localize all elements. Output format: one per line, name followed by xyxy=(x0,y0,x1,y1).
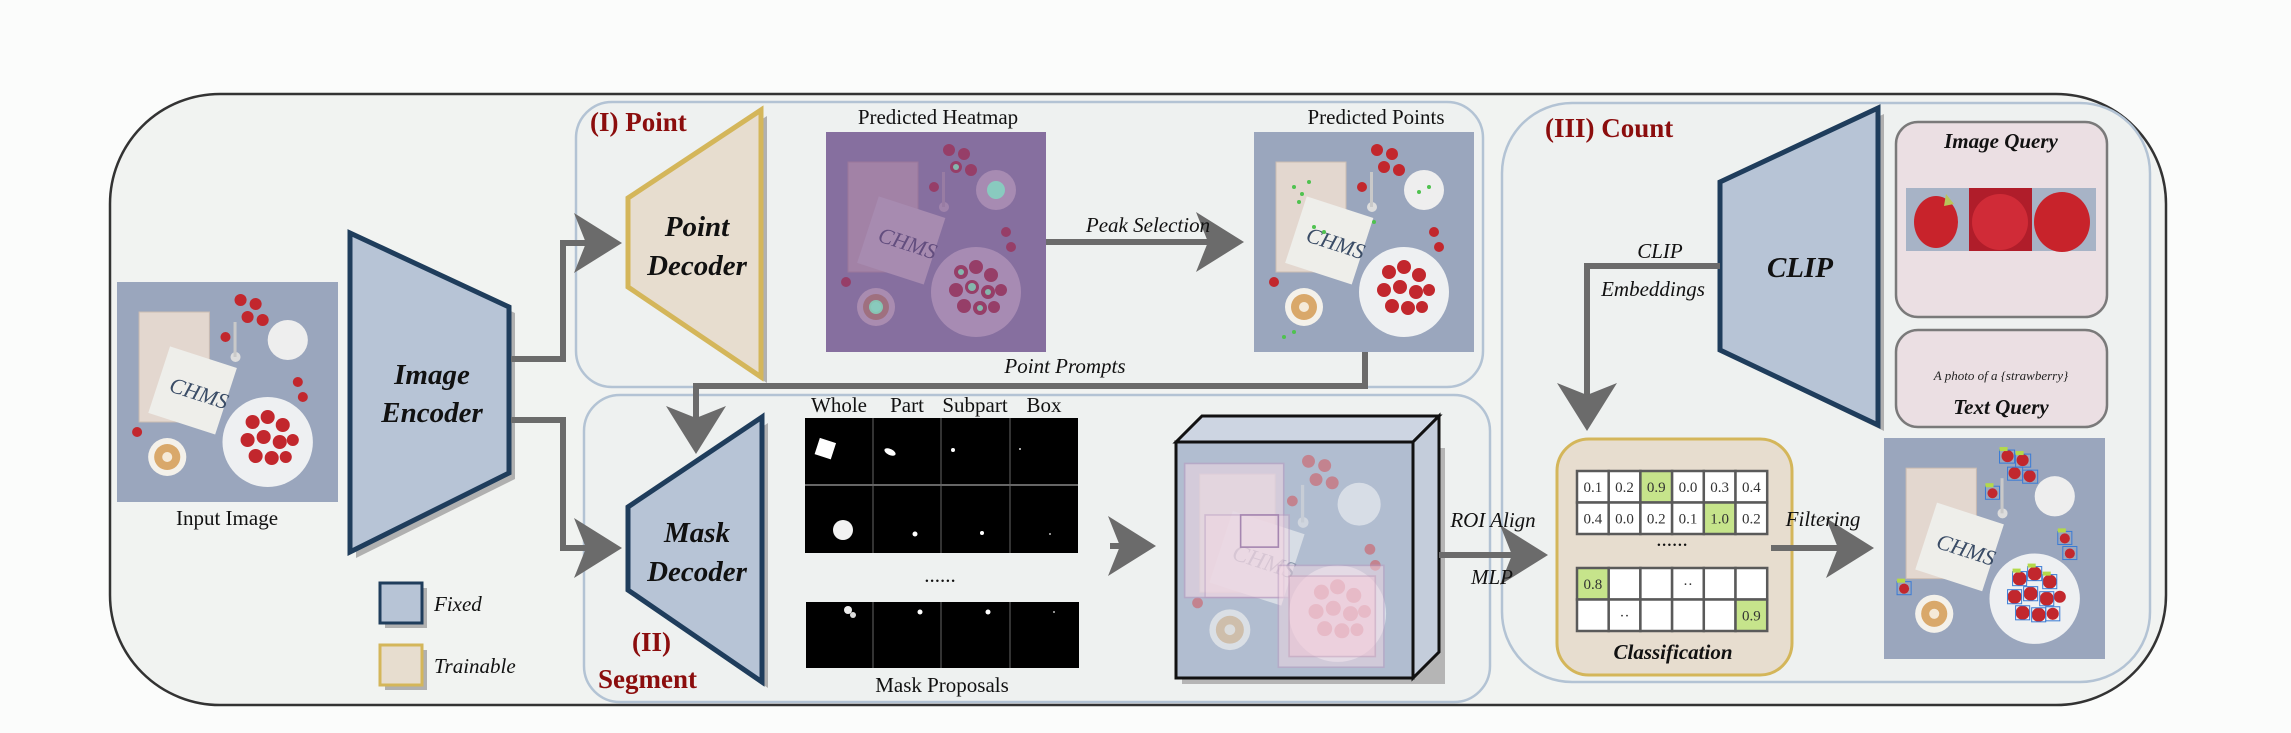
mask-decoder-label-1: Mask xyxy=(663,517,731,549)
legend-trainable-label: Trainable xyxy=(434,654,516,678)
score-cell xyxy=(1639,566,1674,601)
score-cell xyxy=(1734,566,1769,601)
score-value: 0.4 xyxy=(1742,480,1761,496)
mask-granularity-labels: Whole Part Subpart Box xyxy=(811,393,1062,417)
clip-embeddings-label-1: CLIP xyxy=(1637,239,1683,263)
text-query-box xyxy=(1894,328,2109,429)
score-value: 0.2 xyxy=(1742,511,1761,527)
score-table-bottom: 0.8 ·· ·· 0.9 xyxy=(1575,566,1769,633)
score-value: 0.8 xyxy=(1583,577,1602,593)
legend-fixed-swatch xyxy=(378,581,424,625)
image-query-exemplars xyxy=(1906,188,2096,252)
point-prompts-arrow xyxy=(666,352,1368,454)
image-query-label: Image Query xyxy=(1943,129,2058,153)
score-value: 1.0 xyxy=(1710,511,1729,527)
score-value: 0.1 xyxy=(1679,511,1698,527)
score-value: 0.3 xyxy=(1710,480,1729,496)
point-prompts-label: Point Prompts xyxy=(1003,354,1125,378)
image-encoder-block xyxy=(347,229,512,557)
score-cell xyxy=(1734,469,1769,504)
mask-decoder-label-2: Decoder xyxy=(646,556,748,588)
output-counted-image xyxy=(1884,438,2105,659)
input-image-label: Input Image xyxy=(176,506,278,530)
score-cell xyxy=(1734,501,1769,536)
legend-trainable-swatch xyxy=(378,643,424,687)
score-table-top: 0.1 0.2 0.9 0.0 0.3 0.4 0.4 0.0 0.2 0.1 1.0 0.2 xyxy=(1575,469,1769,536)
text-query-prompt: A photo of a {strawberry} xyxy=(1933,368,2069,383)
granularity-label-whole: Whole xyxy=(811,393,867,417)
score-value: ·· xyxy=(1620,608,1630,624)
score-value: 0.9 xyxy=(1742,608,1761,624)
mask-proposals-label: Mask Proposals xyxy=(875,673,1009,697)
score-cell xyxy=(1702,566,1737,601)
clip-encoder-block xyxy=(1717,104,1881,429)
input-image xyxy=(117,282,338,502)
point-stage-title: (I) Point xyxy=(590,107,687,137)
granularity-label-box: Box xyxy=(1026,393,1062,417)
mask-ellipsis: ...... xyxy=(924,563,956,587)
legend-fixed-label: Fixed xyxy=(433,592,482,616)
score-value: 0.4 xyxy=(1583,511,1602,527)
point-decoder-label-2: Decoder xyxy=(646,250,748,282)
mask-decoder-block xyxy=(625,412,765,687)
score-cell-highlighted xyxy=(1734,598,1769,633)
point-decoder-block xyxy=(625,105,764,382)
roi-align-label: ROI Align xyxy=(1449,508,1535,532)
mask-grid-top xyxy=(805,418,1078,553)
score-value: 0.0 xyxy=(1615,511,1634,527)
clip-label: CLIP xyxy=(1767,252,1833,284)
score-cell xyxy=(1639,598,1674,633)
score-value: 0.0 xyxy=(1679,480,1698,496)
score-cell xyxy=(1575,598,1610,633)
score-cell-highlighted xyxy=(1639,469,1674,504)
score-value: 0.2 xyxy=(1647,511,1666,527)
mask-grid-bottom xyxy=(806,602,1079,668)
score-value: 0.9 xyxy=(1647,480,1666,496)
score-cell xyxy=(1575,469,1610,504)
score-value: 0.1 xyxy=(1583,480,1602,496)
text-query-label: Text Query xyxy=(1953,395,2049,419)
image-encoder-label-1: Image xyxy=(393,359,470,391)
score-value: 0.2 xyxy=(1615,480,1634,496)
mlp-label: MLP xyxy=(1470,565,1513,589)
score-cell xyxy=(1670,469,1706,504)
predicted-heatmap-image xyxy=(826,132,1046,352)
score-cell xyxy=(1607,598,1642,633)
score-cell xyxy=(1607,566,1642,601)
filtering-label: Filtering xyxy=(1785,507,1861,531)
classification-label: Classification xyxy=(1613,640,1732,664)
granularity-label-subpart: Subpart xyxy=(942,393,1007,417)
heatmap-label: Predicted Heatmap xyxy=(858,105,1018,129)
clip-embeddings-label-2: Embeddings xyxy=(1600,277,1705,301)
predicted-points-label: Predicted Points xyxy=(1307,105,1444,129)
legend: Fixed Trainable xyxy=(378,581,516,690)
score-ellipsis: ...... xyxy=(1656,527,1688,551)
score-value: ·· xyxy=(1683,577,1693,593)
score-cell xyxy=(1575,501,1610,536)
count-stage-title: (III) Count xyxy=(1545,113,1673,143)
predicted-points-image xyxy=(1254,132,1474,352)
image-encoder-label-2: Encoder xyxy=(380,397,483,429)
score-cell xyxy=(1702,598,1737,633)
score-cell xyxy=(1607,501,1642,536)
segment-stage-title: Segment xyxy=(598,664,697,694)
encoder-to-mask-decoder-arrow xyxy=(511,417,622,578)
clip-embeddings-arrow xyxy=(1557,263,1720,431)
segment-stage-title-numeral: (II) xyxy=(632,627,671,657)
point-decoder-label-1: Point xyxy=(664,211,730,243)
roi-feature-cube xyxy=(1172,412,1445,684)
granularity-label-part: Part xyxy=(890,393,924,417)
score-cell xyxy=(1670,598,1706,633)
peak-selection-label: Peak Selection xyxy=(1085,213,1210,237)
encoder-to-point-decoder-arrow xyxy=(511,213,622,362)
